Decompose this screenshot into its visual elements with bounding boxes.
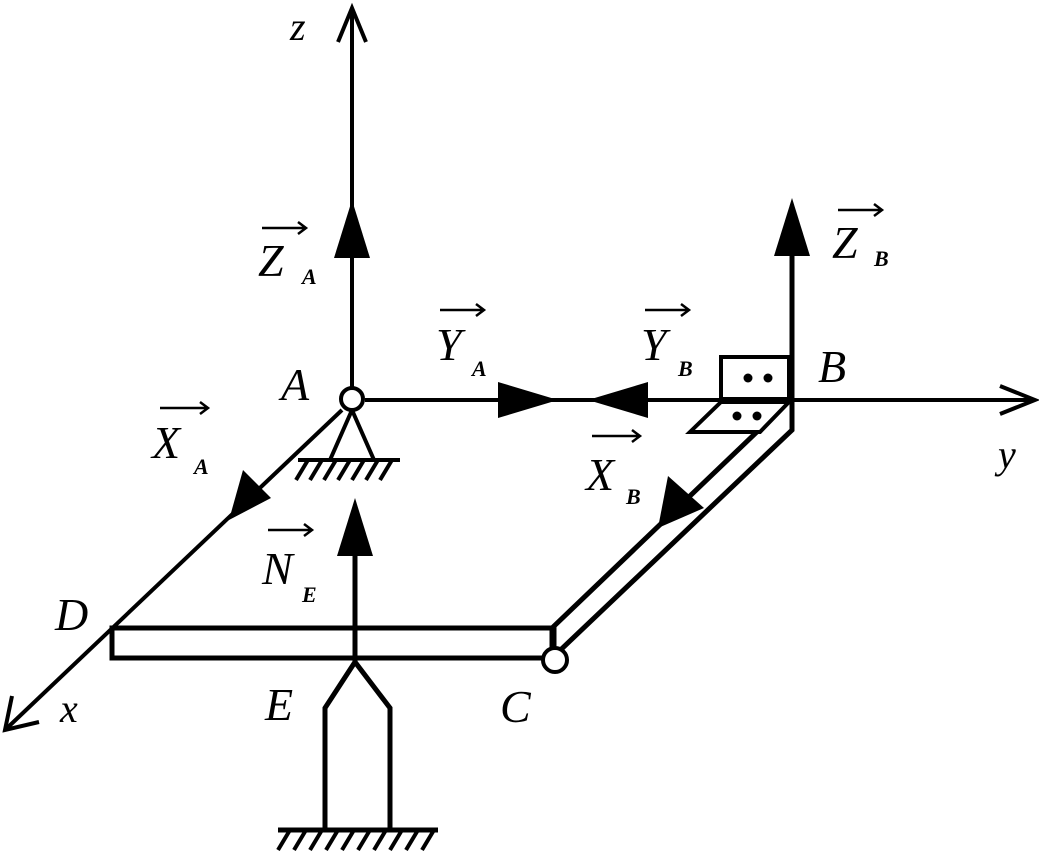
y-axis bbox=[365, 384, 1039, 416]
label-force-xb: X B bbox=[584, 429, 643, 509]
bearing-b-dots bbox=[732, 373, 773, 421]
label-axis-y: y bbox=[994, 432, 1016, 477]
label-c: C bbox=[500, 681, 532, 732]
label-ya-letter: Y bbox=[436, 319, 466, 370]
label-za-sub: A bbox=[300, 264, 317, 289]
label-xb-letter: X bbox=[584, 449, 616, 500]
label-axis-x: x bbox=[59, 686, 78, 731]
label-xa-letter: X bbox=[150, 417, 182, 468]
x-axis bbox=[2, 408, 344, 733]
label-ne-sub: E bbox=[301, 582, 317, 607]
force-ya-arrowhead bbox=[498, 382, 558, 418]
hinge-a-circle bbox=[339, 386, 365, 412]
label-xb-sub: B bbox=[625, 484, 641, 509]
label-force-zb: Z B bbox=[832, 203, 889, 271]
label-yb-sub: B bbox=[677, 356, 693, 381]
label-zb-letter: Z bbox=[832, 217, 858, 268]
force-za-arrowhead bbox=[334, 200, 370, 258]
force-xb-arrowhead bbox=[658, 476, 704, 528]
force-ne bbox=[337, 498, 373, 662]
label-axis-z: z bbox=[289, 4, 306, 49]
label-yb-letter: Y bbox=[641, 319, 671, 370]
point-c-circle bbox=[541, 646, 569, 674]
z-axis bbox=[336, 2, 368, 388]
plate-top-face bbox=[117, 403, 787, 631]
label-a: A bbox=[278, 359, 310, 410]
plate bbox=[109, 402, 795, 664]
label-force-ne: N E bbox=[261, 523, 317, 607]
force-xa-arrowhead bbox=[229, 470, 271, 520]
support-e-hatch bbox=[276, 828, 436, 852]
label-force-yb: Y B bbox=[641, 303, 693, 381]
force-zb bbox=[774, 198, 810, 402]
label-force-ya: Y A bbox=[436, 303, 487, 381]
label-force-xa: X A bbox=[150, 401, 211, 479]
label-d: D bbox=[54, 589, 88, 640]
support-a bbox=[294, 409, 400, 482]
label-za-letter: Z bbox=[258, 235, 284, 286]
force-yb-arrowhead bbox=[588, 382, 648, 418]
label-xa-sub: A bbox=[192, 454, 209, 479]
label-ne-letter: N bbox=[261, 543, 295, 594]
plate-right-edge bbox=[549, 402, 795, 664]
plate-front-edge bbox=[109, 625, 557, 661]
label-ya-sub: A bbox=[470, 356, 487, 381]
label-zb-sub: B bbox=[873, 246, 889, 271]
label-e: E bbox=[264, 679, 293, 730]
support-e bbox=[278, 657, 438, 833]
label-b: B bbox=[818, 341, 846, 392]
bearing-b bbox=[685, 355, 794, 434]
label-force-za: Z A bbox=[258, 221, 317, 289]
